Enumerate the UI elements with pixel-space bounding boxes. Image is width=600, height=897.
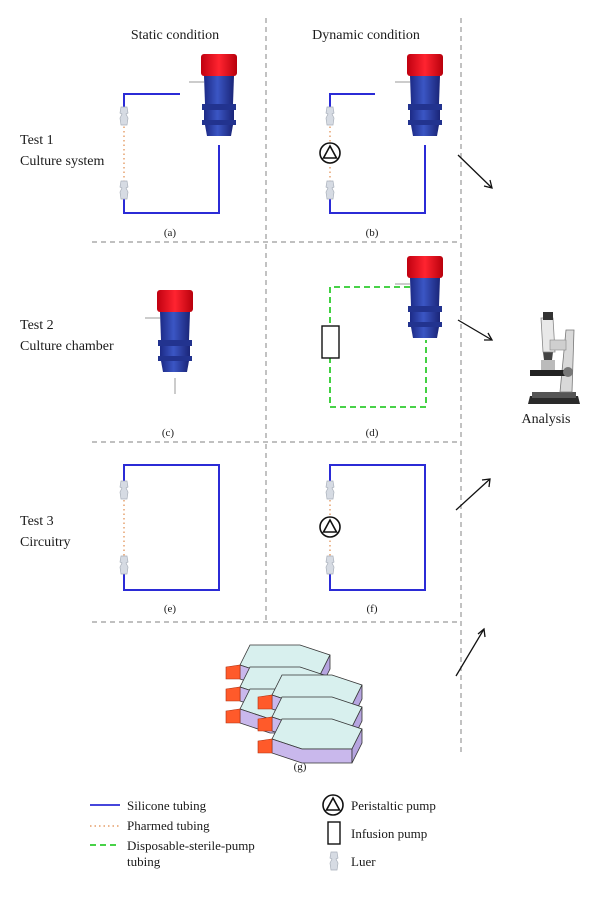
test3-title: Test 3 xyxy=(20,514,54,529)
panel-label-d: (d) xyxy=(366,427,379,439)
culture-chamber-icon xyxy=(188,53,238,137)
arrow-icon xyxy=(455,628,485,677)
luer-icon xyxy=(325,106,335,126)
luer-icon xyxy=(325,480,335,500)
panel-label-a: (a) xyxy=(164,227,177,239)
test2-subtitle: Culture chamber xyxy=(20,339,114,354)
legend-silicone: Silicone tubing xyxy=(127,798,207,813)
legend-peristaltic: Peristaltic pump xyxy=(351,798,436,813)
legend-disposable-line2: tubing xyxy=(127,854,161,869)
legend-luer-icon xyxy=(329,851,339,871)
panel-label-f: (f) xyxy=(367,603,378,615)
legend: Silicone tubing Pharmed tubing Disposabl… xyxy=(90,794,436,871)
test1-subtitle: Culture system xyxy=(20,154,104,169)
arrow-icon xyxy=(455,478,491,511)
arrow-icon xyxy=(457,319,493,341)
panel-f-circuitry-dynamic: (f) xyxy=(319,464,426,615)
test2-title: Test 2 xyxy=(20,318,54,333)
test1-title: Test 1 xyxy=(20,133,54,148)
microscope-icon xyxy=(528,312,580,404)
peristaltic-pump-icon xyxy=(319,516,341,538)
panel-label-g: (g) xyxy=(294,761,307,773)
luer-icon xyxy=(119,555,129,575)
panel-label-e: (e) xyxy=(164,603,177,615)
luer-icon xyxy=(325,180,335,200)
header-dynamic: Dynamic condition xyxy=(312,28,420,43)
panel-label-b: (b) xyxy=(366,227,379,239)
culture-chamber-icon xyxy=(394,255,444,339)
luer-icon xyxy=(325,555,335,575)
peristaltic-pump-icon xyxy=(319,142,341,164)
arrow-icon xyxy=(457,154,493,189)
luer-icon xyxy=(119,480,129,500)
luer-icon xyxy=(119,180,129,200)
panel-a-culture-system-static: (a) xyxy=(119,53,238,239)
test3-subtitle: Circuitry xyxy=(20,535,71,550)
panel-c-culture-chamber-static: (c) xyxy=(144,289,194,439)
panel-b-culture-system-dynamic: (b) xyxy=(319,53,444,239)
arrows xyxy=(455,154,494,677)
legend-infusion-pump-icon xyxy=(327,821,341,845)
panel-label-c: (c) xyxy=(162,427,175,439)
infusion-pump-icon xyxy=(321,325,340,359)
panel-e-circuitry-static: (e) xyxy=(119,464,220,615)
culture-chamber-icon xyxy=(394,53,444,137)
panel-d-culture-chamber-dynamic: (d) xyxy=(321,255,444,439)
culture-chamber-icon xyxy=(144,289,194,373)
panel-g-culture-flasks: (g) xyxy=(225,644,363,773)
legend-luer: Luer xyxy=(351,854,376,869)
analysis-label: Analysis xyxy=(522,412,571,427)
legend-disposable-line1: Disposable-sterile-pump xyxy=(127,838,255,853)
luer-icon xyxy=(119,106,129,126)
legend-pharmed: Pharmed tubing xyxy=(127,818,210,833)
legend-infusion: Infusion pump xyxy=(351,826,427,841)
grid-lines xyxy=(92,18,462,755)
legend-peristaltic-pump-icon xyxy=(322,794,344,816)
header-static: Static condition xyxy=(131,28,219,43)
